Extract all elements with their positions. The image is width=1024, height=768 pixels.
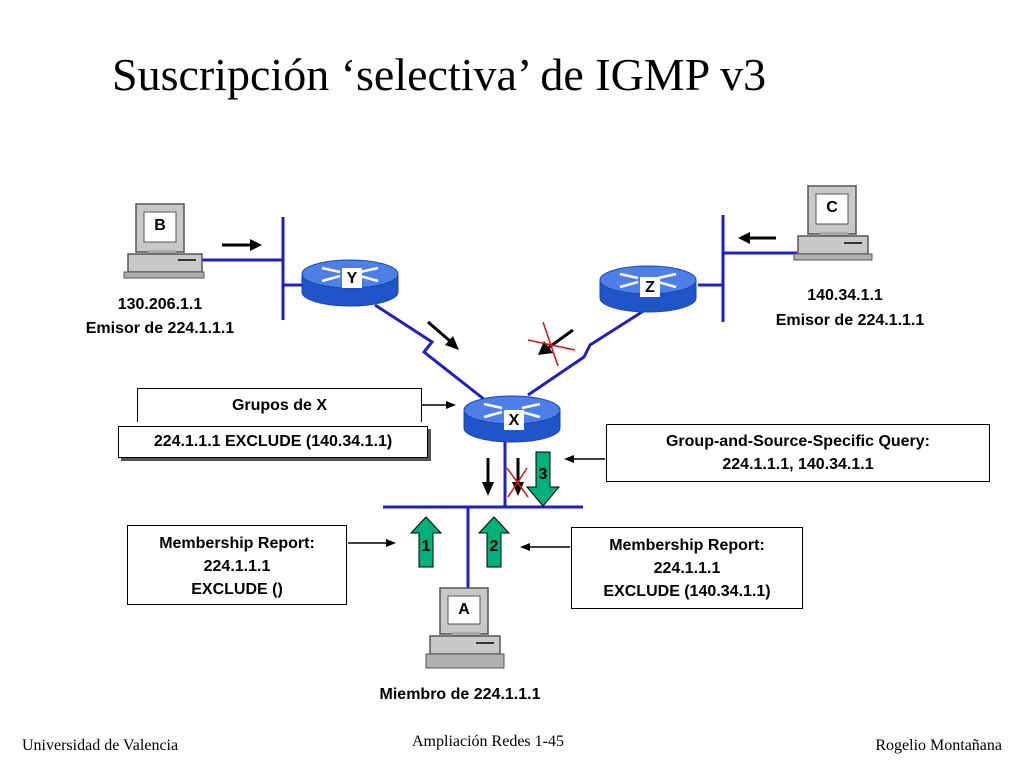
step-2-arrow-icon bbox=[477, 516, 511, 568]
pointer-report1-to-step1 bbox=[348, 539, 396, 547]
report-2-line-3: EXCLUDE (140.34.1.1) bbox=[603, 583, 771, 600]
step-1-arrow-icon bbox=[409, 516, 443, 568]
groups-box-title: Grupos de X bbox=[137, 388, 422, 422]
cross-x-lan-icon bbox=[506, 467, 529, 498]
step-3-arrow-icon bbox=[525, 451, 561, 507]
query-box: Group-and-Source-Specific Query: 224.1.1… bbox=[606, 424, 990, 482]
serial-y-x bbox=[374, 303, 486, 402]
report-1-line-1: Membership Report: bbox=[159, 535, 315, 552]
computer-b-icon bbox=[123, 203, 205, 279]
query-line-2: 224.1.1.1, 140.34.1.1 bbox=[722, 456, 874, 473]
arrow-b-to-y bbox=[222, 239, 262, 251]
groups-box-entry: 224.1.1.1 EXCLUDE (140.34.1.1) bbox=[118, 426, 428, 458]
step-2-label: 2 bbox=[489, 538, 499, 555]
slide-title: Suscripción ‘selectiva’ de IGMP v3 bbox=[112, 49, 767, 100]
router-x-icon bbox=[463, 395, 561, 443]
pointer-groups-to-x bbox=[421, 401, 456, 409]
footer-right: Rogelio Montañana bbox=[875, 737, 1002, 754]
report-1-box: Membership Report: 224.1.1.1 EXCLUDE () bbox=[127, 525, 347, 605]
host-c-letter: C bbox=[826, 199, 838, 216]
host-c-role: Emisor de 224.1.1.1 bbox=[775, 312, 925, 329]
report-2-line-2: 224.1.1.1 bbox=[653, 560, 721, 577]
computer-c-icon bbox=[793, 185, 873, 261]
host-a-role: Miembro de 224.1.1.1 bbox=[379, 686, 541, 703]
host-c-ip: 140.34.1.1 bbox=[807, 287, 883, 304]
report-2-line-1: Membership Report: bbox=[609, 537, 765, 554]
arrow-y-to-x bbox=[427, 320, 459, 350]
pointer-report2-to-step2 bbox=[520, 543, 570, 551]
computer-a-icon bbox=[425, 587, 505, 669]
router-z-icon bbox=[599, 265, 697, 313]
footer-center: Ampliación Redes 1-45 bbox=[412, 733, 564, 750]
serial-z-x bbox=[527, 308, 646, 397]
query-line-1: Group-and-Source-Specific Query: bbox=[665, 433, 931, 450]
step-1-label: 1 bbox=[421, 538, 431, 555]
router-x-label: X bbox=[508, 412, 520, 429]
router-y-icon bbox=[301, 259, 399, 307]
host-b-letter: B bbox=[154, 217, 166, 234]
cross-z-x-icon bbox=[527, 321, 576, 367]
router-z-label: Z bbox=[645, 279, 655, 296]
report-1-line-3: EXCLUDE () bbox=[191, 581, 283, 598]
step-3-label: 3 bbox=[538, 466, 548, 483]
pointer-query-to-x bbox=[564, 455, 605, 463]
host-b-ip: 130.206.1.1 bbox=[117, 296, 203, 313]
arrow-x-to-lan bbox=[482, 458, 494, 496]
report-1-line-2: 224.1.1.1 bbox=[203, 558, 271, 575]
host-a-letter: A bbox=[458, 601, 470, 618]
host-b-role: Emisor de 224.1.1.1 bbox=[85, 320, 235, 337]
arrow-c-to-z bbox=[738, 232, 776, 244]
router-y-label: Y bbox=[346, 270, 358, 287]
report-2-box: Membership Report: 224.1.1.1 EXCLUDE (14… bbox=[571, 527, 803, 609]
footer-left: Universidad de Valencia bbox=[22, 737, 179, 754]
